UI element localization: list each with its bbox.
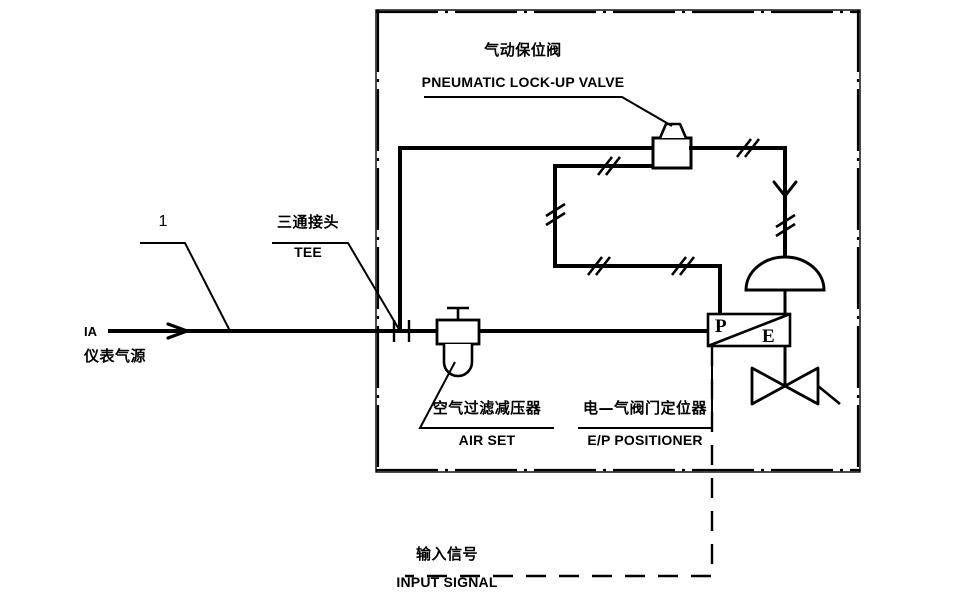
label-tee-cn: 三通接头: [276, 213, 340, 231]
label-lockup-valve-cn: 气动保位阀: [484, 41, 562, 59]
control-valve-body-right: [783, 366, 820, 406]
leader-line-item-1: [140, 242, 231, 332]
label-input-signal-en: INPUT SIGNAL: [396, 574, 498, 590]
label-item-number: 1: [158, 213, 168, 230]
leader-line-lockup-valve: [424, 96, 673, 127]
label-positioner-e: E: [762, 326, 775, 347]
valve-outlet-line: [817, 384, 841, 406]
air-set-filter-bowl: [442, 344, 474, 378]
label-ep-positioner-en: E/P POSITIONER: [587, 432, 703, 448]
air-set-body: [435, 318, 481, 346]
label-air-set-en: AIR SET: [458, 432, 516, 448]
lockup-valve-cap: [658, 122, 688, 139]
flow-arrow-down-icon: [772, 180, 798, 198]
lockup-valve-body: [651, 136, 693, 170]
label-positioner-p: P: [715, 316, 727, 337]
diaphragm-actuator-dome: [744, 255, 826, 292]
label-instrument-air-code: IA: [84, 324, 97, 339]
input-signal-dashed-line: [405, 346, 714, 578]
label-ep-positioner-cn: 电—气阀门定位器: [582, 399, 708, 417]
control-valve-body-left: [750, 366, 787, 406]
label-air-set-cn: 空气过滤减压器: [432, 399, 542, 417]
flow-arrow-icon: [158, 322, 189, 340]
ep-positioner-diagonal: [707, 312, 791, 348]
label-lockup-valve-en: PNEUMATIC LOCK-UP VALVE: [421, 74, 625, 90]
label-input-signal-cn: 输入信号: [415, 545, 479, 563]
label-instrument-air-cn: 仪表气源: [84, 347, 147, 365]
label-tee-en: TEE: [294, 244, 322, 260]
leader-line-air-set: [418, 361, 554, 429]
enclosure-boundary-rect: [375, 9, 861, 473]
leader-line-tee: [272, 242, 401, 332]
